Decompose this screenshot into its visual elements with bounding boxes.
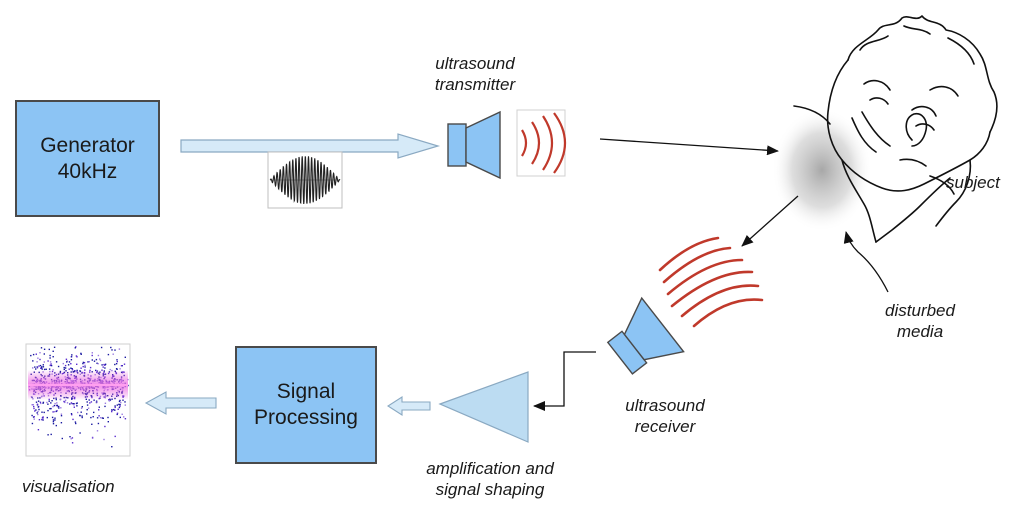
generator-label-line2: 40kHz	[57, 159, 118, 183]
amplification-label-line1: amplification and	[426, 459, 554, 478]
receiver-label: ultrasound receiver	[610, 395, 720, 437]
sound-wave-icon	[516, 109, 566, 177]
generator-label-line1: Generator	[40, 133, 135, 157]
arrow-to-subject	[599, 138, 779, 156]
amplification-label-line2: signal shaping	[435, 480, 545, 499]
generator-block: Generator 40kHz	[15, 100, 160, 217]
visualisation-label-text: visualisation	[22, 477, 115, 496]
receiver-speaker-icon	[606, 296, 685, 375]
signal-processing-label-line1: Signal	[276, 380, 336, 403]
subject-label-text: subject	[946, 173, 1000, 192]
receiver-label-line1: ultrasound	[625, 396, 705, 415]
arrow-reflected	[741, 195, 799, 247]
visualisation-label: visualisation	[22, 476, 115, 497]
transmitter-label-line2: transmitter	[434, 75, 516, 94]
flow-arrow-amplifier-to-processing	[386, 395, 431, 417]
arrow-receiver-to-amplifier	[533, 351, 596, 411]
face-sketch-icon	[793, 15, 998, 243]
disturbed-media-label: disturbed media	[880, 300, 960, 342]
flow-arrow-generator-to-transmitter	[180, 133, 441, 159]
reflected-sound-wave-icon	[658, 236, 764, 328]
disturbed-media-haze	[772, 108, 872, 232]
signal-processing-label-line2: Processing	[254, 406, 358, 429]
disturbed-media-label-line2: media	[896, 322, 944, 341]
arrow-disturbed-media	[843, 231, 889, 293]
receiver-label-line2: receiver	[634, 417, 696, 436]
sine-wave-icon	[267, 151, 343, 209]
signal-processing-block: Signal Processing	[235, 346, 377, 464]
spectrogram-icon	[25, 343, 131, 457]
speaker-icon	[447, 110, 501, 180]
disturbed-media-label-line1: disturbed	[885, 301, 955, 320]
transmitter-label-line1: ultrasound	[435, 54, 515, 73]
amplification-label: amplification and signal shaping	[400, 458, 580, 500]
amplifier-triangle-icon	[438, 371, 529, 443]
subject-label: subject	[946, 172, 1000, 193]
flow-arrow-processing-to-visualisation	[144, 391, 217, 415]
transmitter-label: ultrasound transmitter	[420, 53, 530, 95]
